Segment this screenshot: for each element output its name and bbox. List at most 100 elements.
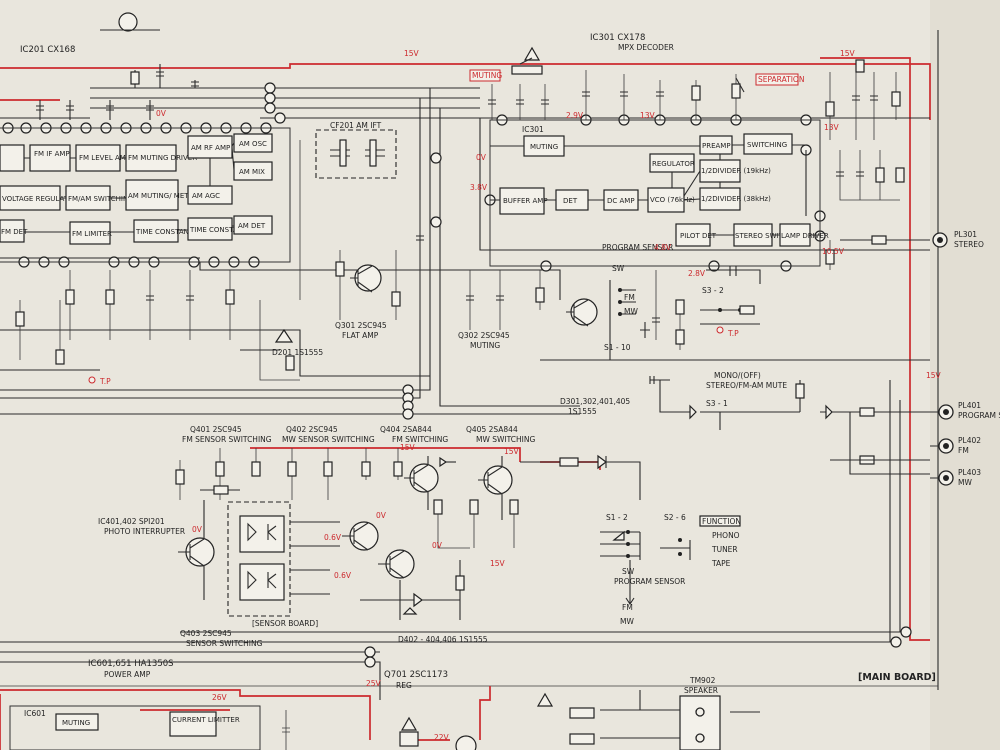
voltage-13v-a: 13V [640,111,656,120]
pl301-label: PL301 [954,230,977,239]
time-constant-1-label: TIME CONSTANT [135,228,194,236]
ic301-inner-label: IC301 [522,125,544,134]
d402-group-label: D402 - 404,406 1S1555 [398,635,488,644]
ic601-inner-label: IC601 [24,709,46,718]
q402-transistor [378,549,415,579]
ic601-sub: POWER AMP [104,670,151,679]
ic402-photo-interrupter [239,563,285,601]
fm-if-amp-block [29,144,71,172]
ic201-components [15,12,301,381]
fm-det-block [0,219,25,243]
vco-label: VCO (76kHz) [650,196,695,204]
muting-tag [469,69,501,82]
fm-am-switching-label: FM/AM SWITCHING [68,195,134,203]
fm-level-amp-label: FM LEVEL AMP [79,154,130,162]
pl401-connector: PL401 PROGRAM SENSOR [938,401,1000,420]
top-sw-label: SW [612,264,625,273]
buffer-amp-block [499,187,545,215]
voltage-13v-b: 13V [824,123,840,132]
am-rf-amp-label: AM RF AMP [191,144,230,152]
voltage-15v-b: 15V [840,49,856,58]
program-sensor-top-label: PROGRAM SENSOR [602,243,673,252]
q403-label: Q403 2SC945 [180,629,232,638]
q403-transistor [178,500,215,600]
q405-label: Q405 2SA844 [466,425,518,434]
voltage-0v-e: 0V [432,541,443,550]
d301-group-sub: 1S1555 [568,407,597,416]
ic301-section: IC301 CX178 MPX DECODER IC301 MUTING BUF… [489,33,829,267]
q302-muting: Q302 2SC945 MUTING PROGRAM SENSOR SW FM … [458,243,930,361]
s3-2-section: S3 - 2 T.P [700,266,761,338]
pl402-connector: PL402 FM [938,436,981,455]
stereo-fm-am-mute-label: STEREO/FM-AM MUTE [706,381,787,390]
sensor-board: [SENSOR BOARD] [227,501,340,628]
voltage-15v-d: 15V [400,443,416,452]
function-switch-section: S1 - 2 S2 - 6 FUNCTION PHONO TUNER TAPE … [600,513,741,626]
ic201-title: IC201 CX168 [20,45,75,55]
buffer-amp-label: BUFFER AMP [503,197,548,205]
q405-sub: MW SWITCHING [476,435,535,444]
fm-if-amp-label: FM IF AMP [34,150,70,158]
time-constant-2-label: TIME CONSTANT [189,226,248,234]
pl401-sub: PROGRAM SENSOR [958,411,1000,420]
ic401-photo-interrupter [239,515,285,553]
function-label-box [699,515,741,527]
voltage-15v-e: 15V [504,447,520,456]
am-muting-meter-driver-block [125,179,179,211]
q405-transistor [478,456,513,520]
q401-transistor [342,521,379,551]
q404-q405-resistors [433,499,519,549]
voltage-4.8v: 4.8V [654,243,672,252]
tp-2-label: T.P [727,329,739,338]
time-constant-2-block [187,217,233,241]
q404-sub: FM SWITCHING [392,435,448,444]
lamp-driver-label: LAMP DRIVER [781,232,829,240]
sensor-transistor-labels: Q401 2SC945 FM SENSOR SWITCHING Q402 2SC… [182,425,535,444]
fm-limiter-label: FM LIMITER [72,230,112,238]
ic301-boundary [489,119,821,267]
tuning-meter-symbol [118,12,138,32]
am-mix-label: AM MIX [239,168,265,176]
muting-tag-label: MUTING [472,71,502,80]
tape-label: TAPE [711,559,731,568]
voltage-3.8v: 3.8V [470,183,488,192]
voltage-0v-b: 0V [476,153,487,162]
fm-muting-driver-label: FM MUTING DRIVER [128,154,197,162]
fm-if-amp-left-block [0,144,25,172]
dc-amp-label: DC AMP [607,197,635,205]
tp-1-label: T.P [99,377,111,386]
ic301-muting-label: MUTING [530,143,558,151]
am-agc-label: AM AGC [192,192,220,200]
function-label: FUNCTION [702,517,741,526]
mono-stereo-section: MONO/(OFF) STEREO/FM-AM MUTE S3 - 1 D301… [560,371,930,475]
q302-sub: MUTING [470,341,500,350]
div38-label: 1/2DIVIDER (38kHz) [701,195,771,203]
s2-6-label: S2 - 6 [664,513,686,522]
fm-muting-driver-block [125,144,177,172]
s3-2-label: S3 - 2 [702,286,724,295]
ic601-boundary [9,705,261,750]
voltage-0v-a: 0V [156,109,167,118]
cf201-label: CF201 AM IFT [330,121,382,130]
top-mw-label: MW [624,307,638,316]
voltage-15v-c: 15V [926,371,942,380]
voltage-2.8v: 2.8V [688,269,706,278]
ic201-section: IC201 CX168 FM IF AMP FM LEVEL AMP FM MU… [0,45,291,263]
voltage-15v-a: 15V [404,49,420,58]
pl401-label: PL401 [958,401,981,410]
tm902-speaker-section: TM902 SPEAKER [569,676,760,750]
q404-transistor [404,456,456,510]
switching-label: SWITCHING [747,141,787,149]
q302-label: Q302 2SC945 [458,331,510,340]
div19-label: 1/2DIVIDER (19kHz) [701,167,771,175]
regulator-label: REGULATOR [652,160,695,168]
voltage-regulator-label: VOLTAGE REGULATOR [2,195,79,203]
am-muting-meter-driver-label: AM MUTING/ METER DRIVER [128,192,227,200]
power-amp-25v-rail [0,689,371,740]
mono-off-label: MONO/(OFF) [714,371,761,380]
ic601-muting-label: MUTING [62,719,90,727]
bottom-fm-label: FM [622,603,633,612]
q403-sub: SENSOR SWITCHING [186,639,263,648]
am-osc-label: AM OSC [239,140,267,148]
